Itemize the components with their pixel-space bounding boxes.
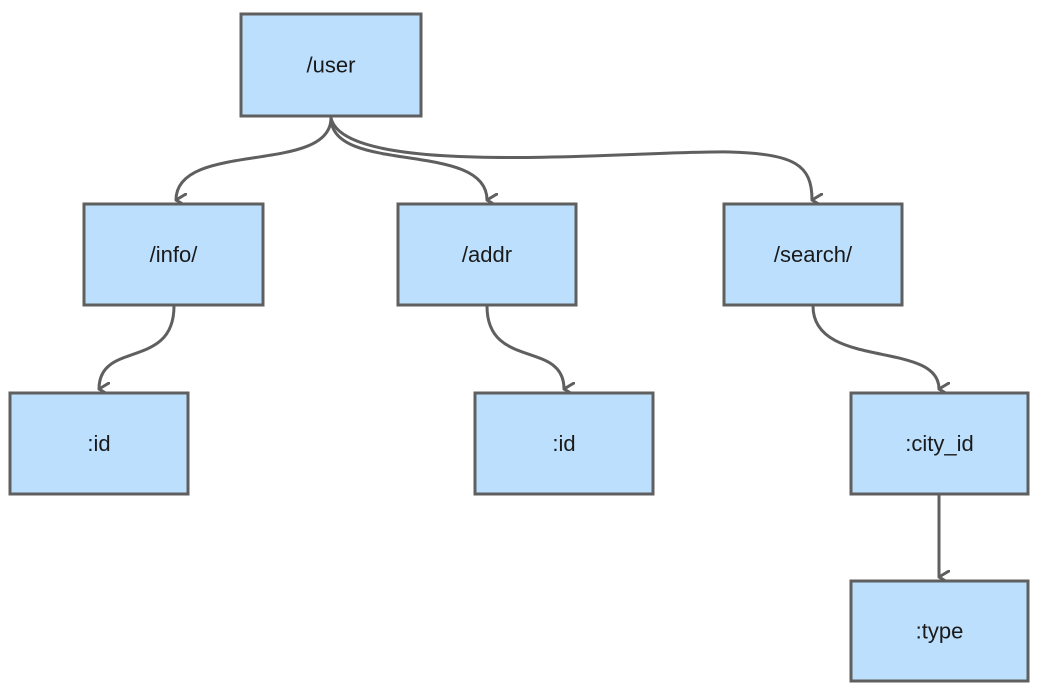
node-user[interactable]: /user xyxy=(239,12,423,118)
node-info-label: /info/ xyxy=(150,242,199,267)
node-type[interactable]: :type xyxy=(849,579,1030,683)
edge-info-to-info-id xyxy=(97,304,176,389)
edges xyxy=(97,116,939,577)
node-addr-id[interactable]: :id xyxy=(473,391,655,496)
node-search-label: /search/ xyxy=(774,242,853,267)
edge-search-to-city-id xyxy=(811,304,939,389)
edge-user-to-addr xyxy=(329,116,487,200)
node-user-label: /user xyxy=(307,53,356,78)
node-addr[interactable]: /addr xyxy=(396,202,578,307)
node-type-label: :type xyxy=(916,619,964,644)
node-city-id[interactable]: :city_id xyxy=(849,391,1030,496)
node-addr-label: /addr xyxy=(462,242,512,267)
edge-addr-to-addr-id xyxy=(485,304,564,389)
node-info-id[interactable]: :id xyxy=(8,391,190,496)
node-addr-id-label: :id xyxy=(552,431,575,456)
node-info[interactable]: /info/ xyxy=(82,202,265,307)
node-city-id-label: :city_id xyxy=(905,431,973,456)
node-search[interactable]: /search/ xyxy=(722,202,904,307)
node-info-id-label: :id xyxy=(87,431,110,456)
edge-user-to-search xyxy=(329,116,812,200)
edge-user-to-info xyxy=(174,116,333,200)
